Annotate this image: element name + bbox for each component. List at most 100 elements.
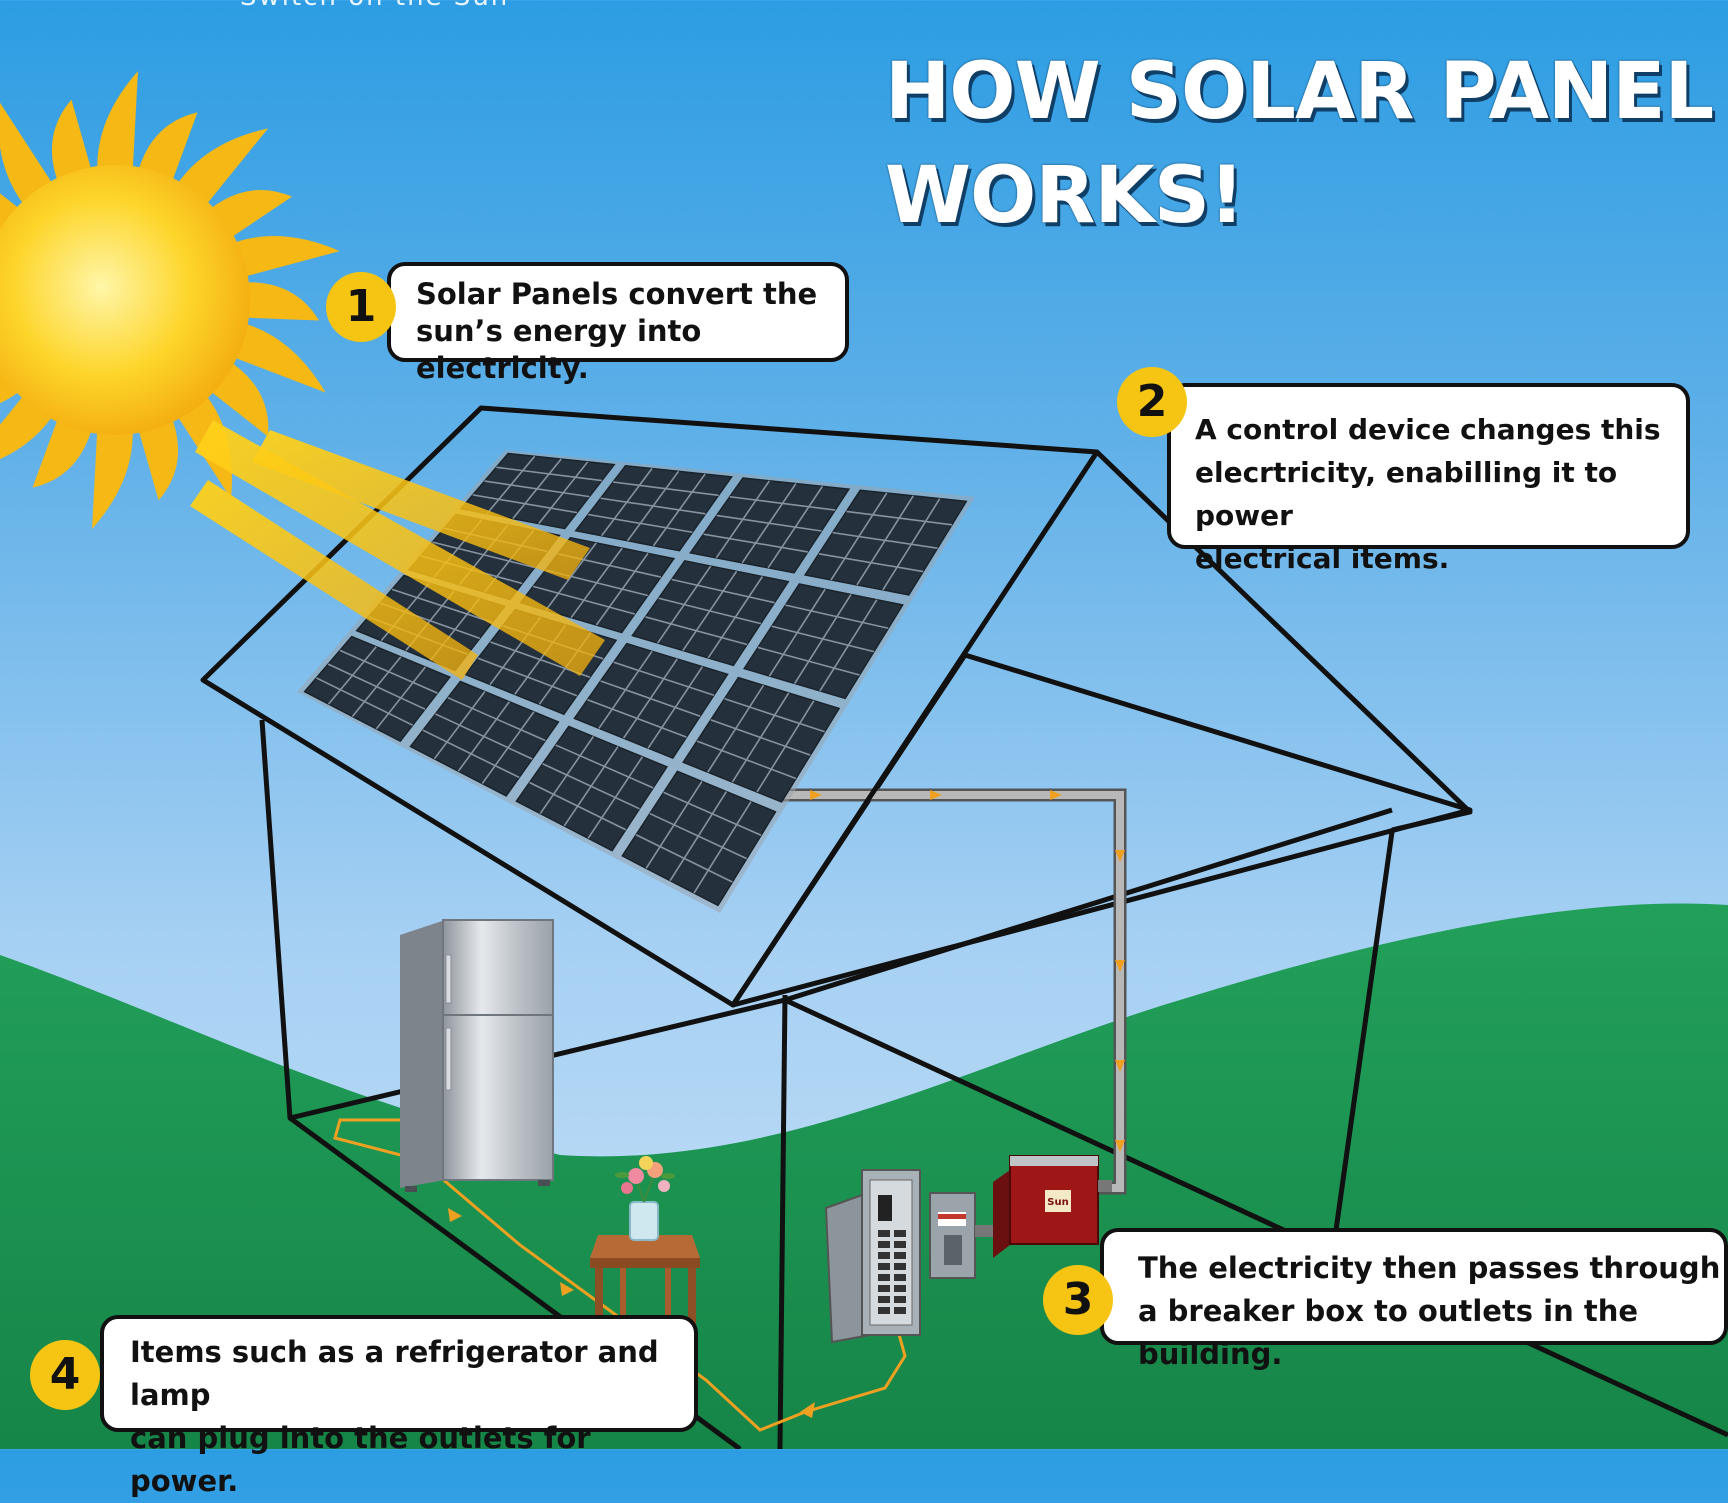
page-title: HOW SOLAR PANEL WORKS! [885, 40, 1714, 248]
panel-cell-line [316, 677, 414, 726]
step-2-text-line: elecrtricity, enabilling it to power [1195, 456, 1618, 532]
panel-cell-line [696, 740, 797, 780]
panel-cell-line [882, 498, 941, 591]
step-4-text-line: can plug into the outlets for power. [130, 1421, 591, 1498]
panel-cell-line [532, 585, 635, 615]
panel-cell-line [422, 729, 520, 779]
panel-module [573, 642, 729, 760]
breaker-switch [878, 1285, 890, 1292]
breaker-switch [894, 1274, 906, 1281]
panel-cell-line [587, 756, 644, 839]
panel-cell-line [757, 646, 860, 676]
panel-cell-line [595, 552, 649, 626]
panel-module [682, 676, 841, 803]
breaker-switch [878, 1230, 890, 1237]
breaker-switch [878, 1263, 890, 1270]
breaker-switch [894, 1307, 906, 1314]
step-1-badge: 1 [326, 272, 396, 342]
inverter-label: Sun [1047, 1197, 1068, 1208]
flower-vase-icon [615, 1156, 675, 1241]
brand-tagline: Switch on the Sun [240, 0, 509, 12]
panel-module [743, 583, 904, 700]
breaker-switch [878, 1274, 890, 1281]
step-2-text-line: A control device changes this [1195, 413, 1661, 446]
panel-cell-line [481, 711, 535, 785]
solar-panel [297, 450, 975, 913]
panel-cell-line [484, 480, 590, 498]
panel-module [689, 477, 851, 574]
sun-ray [173, 128, 269, 211]
panel-cell-line [542, 763, 640, 810]
step-4-text-line: Items such as a refrigerator and lamp [130, 1335, 659, 1412]
sun-icon [0, 71, 340, 529]
panel-cell-line [703, 533, 808, 553]
sun-ray [92, 423, 133, 529]
panel-module [621, 770, 777, 907]
panel-cell-line [832, 531, 938, 549]
panel-cell-line [375, 666, 426, 730]
sun-ray [51, 99, 94, 188]
panel-cell-line [327, 663, 426, 710]
step-4-badge: 4 [30, 1340, 100, 1410]
panel-module [409, 680, 560, 797]
panel-cell-line [756, 700, 815, 793]
panel-cell-line [600, 680, 701, 717]
panel-cell-line [658, 597, 762, 625]
sunlight-beams [190, 420, 605, 680]
breaker-switch [894, 1230, 906, 1237]
step-2-text-line: electrical items. [1195, 542, 1450, 575]
breaker-switch [878, 1307, 890, 1314]
side-table [590, 1235, 700, 1348]
panel-cell-line [767, 485, 824, 569]
disconnect-switch [929, 1192, 997, 1279]
panel-cell-line [538, 461, 589, 525]
panel-cell-line [472, 494, 578, 514]
sun-ray [238, 282, 319, 321]
panel-cell-line [818, 553, 924, 573]
panel-module [631, 559, 790, 667]
step-3-callout: The electricity then passes through a br… [1100, 1228, 1728, 1371]
panel-cell-line [645, 616, 748, 646]
panel-cell-line [771, 625, 875, 653]
breaker-switch [878, 1241, 890, 1248]
panel-cell-line [477, 657, 578, 697]
sun-ray [0, 102, 57, 211]
sun-ray [97, 71, 138, 177]
breaker-box [824, 1169, 921, 1344]
panel-cell-line [588, 513, 693, 534]
breaker-switch [894, 1296, 906, 1303]
breaker-switch [894, 1285, 906, 1292]
breaker-switch [894, 1241, 906, 1248]
sun-ray [136, 412, 179, 501]
panel-cell-line [587, 698, 687, 738]
sun-ray [32, 412, 94, 488]
panel-cell-line [649, 812, 748, 860]
panel-cell-line [435, 713, 533, 760]
panel-cell-line [707, 576, 764, 659]
breaker-switch [878, 1252, 890, 1259]
panel-cell-line [432, 541, 535, 569]
panel-module [515, 725, 669, 852]
title-line-1: HOW SOLAR PANEL [885, 47, 1714, 137]
panel-cell-line [529, 781, 627, 831]
inverter-box: Sun [993, 1155, 1112, 1258]
step-2-badge: 2 [1117, 367, 1187, 437]
panel-module [574, 465, 733, 552]
title-line-2: WORKS! [885, 151, 1245, 241]
panel-module [803, 489, 968, 596]
panel-cell-line [600, 497, 706, 515]
breaker-switch [878, 1296, 890, 1303]
panel-cell-line [652, 473, 706, 547]
breaker-switch [894, 1252, 906, 1259]
sun-ray [227, 321, 326, 393]
panel-cell-line [710, 719, 811, 756]
step-1-text-line: Solar Panels convert the [416, 277, 818, 311]
step-3-text-line: a breaker box to outlets in the building… [1138, 1294, 1639, 1371]
sun-ray [227, 236, 340, 279]
sun-ray [136, 112, 198, 188]
step-1-callout: Solar Panels convert the sun’s energy in… [387, 262, 849, 385]
panel-module [303, 635, 451, 743]
step-3-badge: 3 [1043, 1265, 1113, 1335]
panel-cell-line [716, 514, 822, 532]
step-2-callout: A control device changes this elecrtrici… [1167, 383, 1690, 575]
